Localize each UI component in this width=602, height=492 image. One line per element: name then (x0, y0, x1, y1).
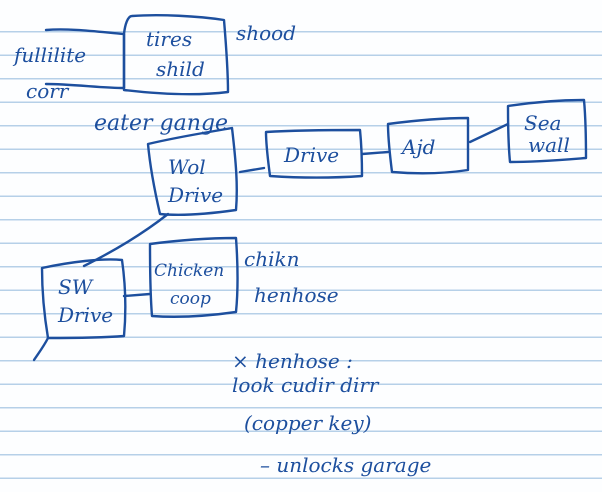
drive-text: Drive (283, 143, 339, 167)
top-right-annotation: shood (236, 21, 296, 45)
ajd-text: Ajd (400, 135, 435, 159)
connector-sw-chicken (122, 292, 152, 298)
sw-drive-box (40, 258, 127, 340)
chicken-coop-text-2: coop (170, 289, 211, 309)
notes-list-item-6: – unlocks garage (260, 453, 431, 477)
ajd-box (386, 116, 470, 175)
connector-ajd-seawall (468, 122, 510, 144)
sea-wall-box (506, 98, 588, 164)
top-left-text-1: fullilite (12, 43, 86, 67)
sw-drive-branch: SW Drive Chicken coop (32, 212, 239, 362)
wol-drive-text-1: Wol (168, 155, 206, 179)
wol-drive-text-2: Drive (167, 183, 223, 207)
sw-drive-text-2: Drive (57, 303, 113, 327)
sw-drive-text-1: SW (58, 275, 94, 299)
notes-list: chikn henhose × henhose : look cudir dir… (232, 247, 431, 477)
main-chain: Wol Drive Drive Ajd Sea wall (146, 98, 588, 216)
top-right-text-1: tires (146, 27, 192, 51)
notes-list-item-3: × henhose : (232, 349, 353, 373)
connector-wol-sw (82, 212, 170, 268)
notes-list-item-5: (copper key) (244, 411, 371, 435)
notes-list-item-2: henhose (254, 283, 339, 307)
connector-drive-ajd (360, 150, 390, 156)
sea-wall-text-1: Sea (524, 111, 561, 135)
top-left-note-group: fullilite corr tires shild shood eater g… (12, 14, 296, 136)
chicken-coop-box (148, 236, 239, 318)
connector-wol-drive (238, 166, 266, 174)
wol-drive-box (146, 126, 238, 216)
top-right-box-outline (122, 14, 230, 96)
top-right-text-2: shild (156, 57, 205, 81)
top-left-text-2: corr (26, 79, 70, 103)
sw-drive-tail (32, 336, 50, 362)
drive-box (264, 128, 364, 179)
sea-wall-text-2: wall (528, 133, 570, 157)
chicken-coop-text-1: Chicken (154, 261, 224, 281)
notes-list-item-1: chikn (244, 247, 299, 271)
notes-list-item-4: look cudir dirr (232, 373, 380, 397)
